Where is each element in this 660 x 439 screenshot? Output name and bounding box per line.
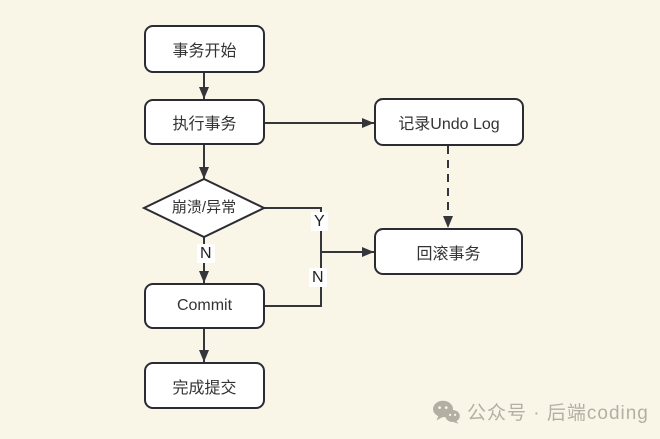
node-crash-check-shape: [141, 177, 267, 239]
node-execute-transaction: 执行事务: [144, 99, 265, 145]
edge-label-no-branch: N: [309, 268, 327, 287]
edge-crash-check-right-to-commit: [264, 207, 322, 307]
node-rollback-transaction-label: 回滚事务: [416, 245, 481, 263]
node-commit: Commit: [144, 283, 265, 329]
node-record-undo-log-label: 记录Undo Log: [398, 116, 500, 133]
watermark-text: 公众号 · 后端coding: [467, 403, 649, 424]
node-crash-check-label: 崩溃/异常: [171, 199, 237, 216]
watermark: 公众号 · 后端coding: [433, 398, 649, 425]
edge-label-no-diamond: N: [197, 244, 215, 263]
node-execute-transaction-label: 执行事务: [172, 116, 237, 133]
node-record-undo-log: 记录Undo Log: [374, 98, 524, 146]
wechat-icon: [433, 400, 460, 424]
node-transaction-start: 事务开始: [144, 25, 265, 73]
node-transaction-start-label: 事务开始: [172, 43, 237, 60]
edge-label-yes: Y: [311, 212, 328, 231]
node-complete-commit-label: 完成提交: [172, 379, 237, 397]
node-complete-commit: 完成提交: [144, 362, 265, 409]
node-rollback-transaction: 回滚事务: [374, 228, 523, 275]
node-commit-label: Commit: [176, 297, 233, 314]
